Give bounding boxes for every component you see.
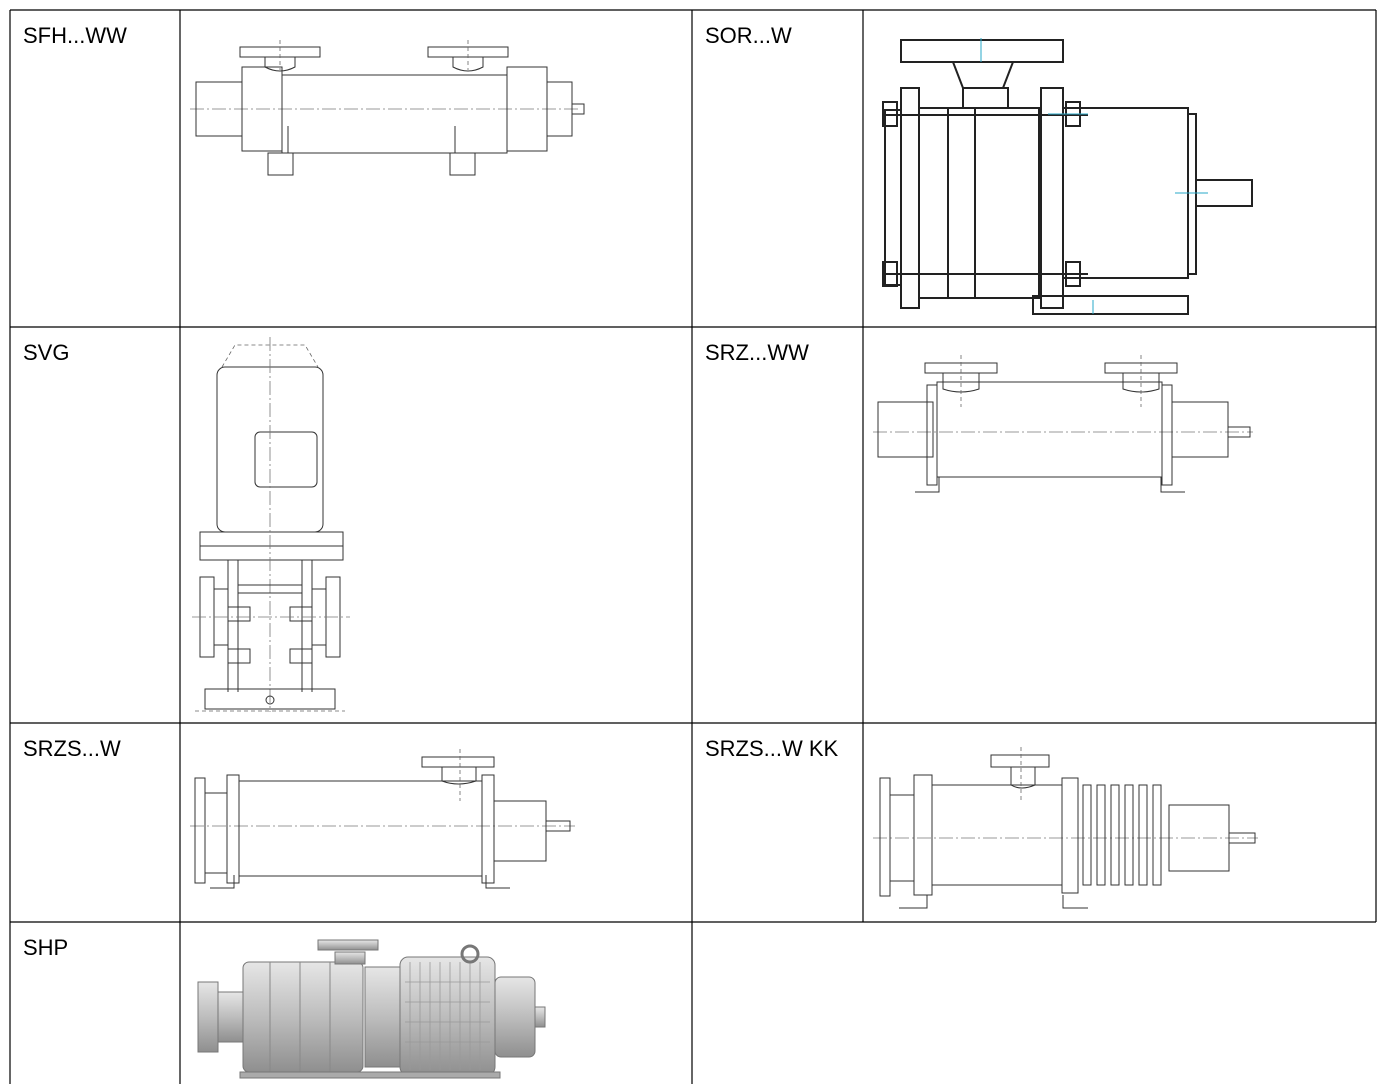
label-sfh-ww: SFH...WW [23,23,127,48]
pump-drawing-svg [192,337,350,712]
label-shp: SHP [23,935,69,960]
label-svg: SVG [23,340,70,365]
pump-drawing-srz-ww [873,355,1253,493]
pump-drawing-srzs-w-kk [873,747,1258,909]
label-sor-w: SOR...W [705,23,792,48]
label-srz-ww: SRZ...WW [705,340,809,365]
pump-image-shp [197,939,546,1079]
pump-drawing-srzs-w [190,749,575,889]
pump-drawing-sfh-ww [190,40,585,176]
label-srzs-w-kk: SRZS...W KK [705,736,839,761]
pump-drawing-sor-w [882,38,1253,315]
label-srzs-w: SRZS...W [23,736,121,761]
